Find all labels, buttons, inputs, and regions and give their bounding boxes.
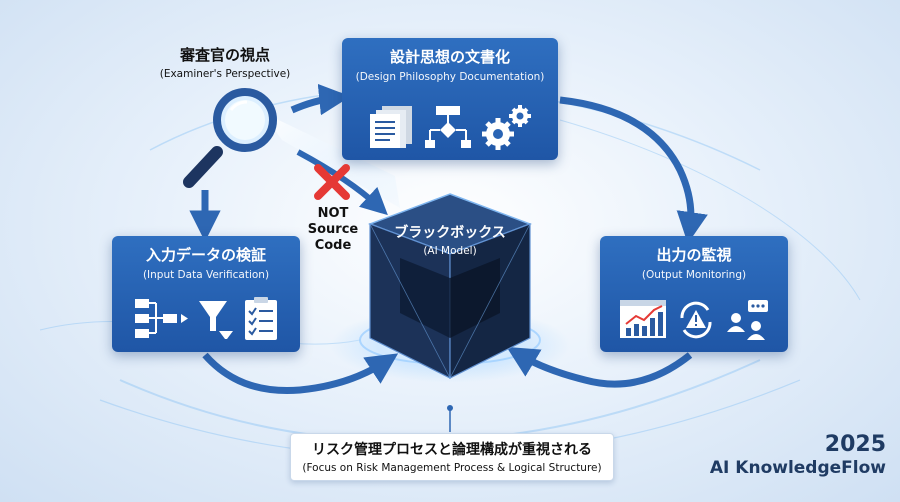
- checklist-icon: [245, 297, 277, 340]
- examiner-title: 審査官の視点: [179, 46, 270, 64]
- input-verification-subtitle: (Input Data Verification): [142, 269, 270, 281]
- not-source-code-label: NOT Source Code: [300, 206, 366, 254]
- design-doc-subtitle: (Design Philosophy Documentation): [355, 71, 545, 83]
- design-doc-panel: 設計思想の文書化 (Design Philosophy Documentatio…: [342, 38, 558, 160]
- input-verification-panel: 入力データの検証 (Input Data Verification): [112, 236, 300, 352]
- users-feedback-icon: [727, 300, 768, 340]
- input-verification-title: 入力データの検証: [145, 246, 266, 264]
- output-monitoring-title: 出力の監視: [656, 246, 732, 264]
- focus-caption: リスク管理プロセスと論理構成が重視される (Focus on Risk Mana…: [290, 433, 614, 481]
- watermark-year: 2025: [824, 432, 886, 457]
- arrow-examiner-to-design: [290, 83, 351, 116]
- documents-icon: [370, 106, 412, 148]
- data-blocks-icon: [135, 299, 188, 338]
- not-source-line2: Source: [307, 222, 359, 237]
- arrow-design-to-output: [559, 96, 708, 244]
- arrow-output-to-cube: [506, 346, 693, 388]
- not-source-line3: Code: [314, 238, 352, 253]
- blackbox-label: ブラックボックス (AI Model): [372, 222, 528, 257]
- alert-cycle-icon: [680, 301, 712, 339]
- watermark-brand: AI KnowledgeFlow: [709, 458, 886, 478]
- caption-subtitle: (Focus on Risk Management Process & Logi…: [302, 462, 602, 474]
- magnifier-icon: [183, 88, 277, 188]
- arrow-examiner-to-cube: [296, 149, 388, 216]
- funnel-icon: [199, 301, 233, 339]
- design-doc-title: 設計思想の文書化: [389, 48, 510, 66]
- flowchart-icon: [425, 106, 471, 148]
- blackbox-title: ブラックボックス: [394, 225, 506, 241]
- examiner-subtitle: (Examiner's Perspective): [159, 68, 291, 80]
- blackbox-subtitle: (AI Model): [423, 245, 477, 257]
- blackbox-cube: [367, 193, 533, 379]
- gears-icon: [482, 105, 531, 150]
- watermark: 2025 AI KnowledgeFlow: [690, 432, 886, 478]
- output-monitoring-subtitle: (Output Monitoring): [641, 269, 747, 281]
- not-source-line1: NOT: [317, 206, 349, 221]
- caption-title: リスク管理プロセスと論理構成が重視される: [312, 442, 592, 458]
- output-monitoring-panel: 出力の監視 (Output Monitoring): [600, 236, 788, 352]
- arrow-input-to-cube: [202, 352, 399, 395]
- view-beam: [262, 112, 400, 208]
- examiner-label: 審査官の視点 (Examiner's Perspective): [150, 44, 300, 80]
- cross-icon: [314, 164, 350, 200]
- line-chart-icon: [620, 300, 666, 338]
